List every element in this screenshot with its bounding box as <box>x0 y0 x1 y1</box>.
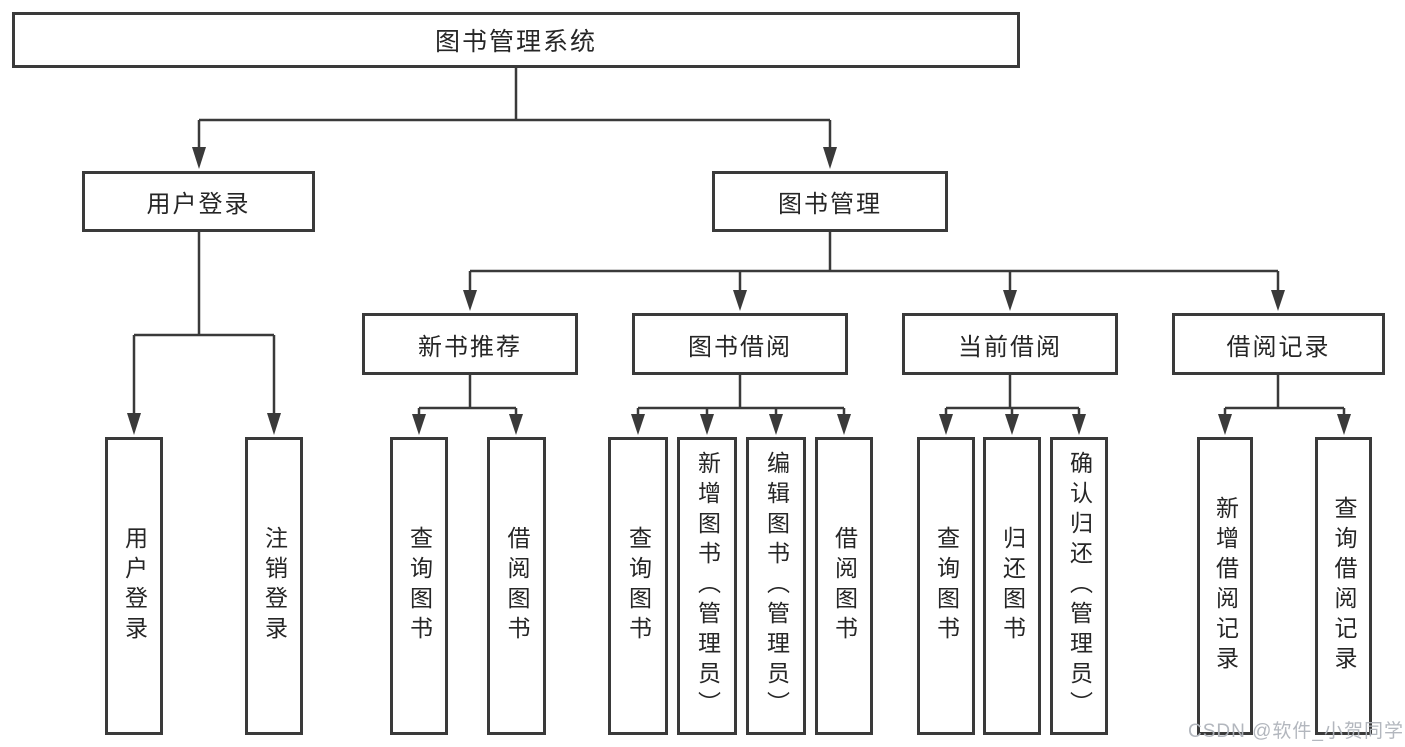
node-label: 借阅图书 <box>504 526 530 646</box>
connector-current-to-leaves <box>939 375 1086 435</box>
leaf-query-borrow-record: 查询借阅记录 <box>1315 437 1372 735</box>
node-label: 当前借阅 <box>958 333 1062 361</box>
node-label: 查询图书 <box>406 526 433 646</box>
node-label: 确认归还（管理员） <box>1066 451 1093 721</box>
node-library-management-system: 图书管理系统 <box>12 12 1020 68</box>
leaf-user-login: 用户登录 <box>105 437 163 735</box>
node-label: 图书管理系统 <box>434 28 597 56</box>
node-label: 查询借阅记录 <box>1331 496 1357 676</box>
node-label: 图书借阅 <box>688 333 792 361</box>
connector-root-to-level2 <box>192 68 837 169</box>
node-label: 新增图书（管理员） <box>694 451 721 721</box>
leaf-add-borrow-record: 新增借阅记录 <box>1197 437 1253 735</box>
leaf-return-books: 归还图书 <box>983 437 1041 735</box>
node-book-borrowing: 图书借阅 <box>632 313 848 375</box>
leaf-query-books-recommend: 查询图书 <box>390 437 448 735</box>
node-label: 注销登录 <box>261 526 288 646</box>
node-label: 用户登录 <box>146 191 251 218</box>
node-label: 查询图书 <box>933 526 960 646</box>
leaf-query-books-borrowing: 查询图书 <box>608 437 668 735</box>
node-label: 归还图书 <box>999 526 1026 646</box>
node-label: 用户登录 <box>121 526 148 646</box>
node-current-borrowing: 当前借阅 <box>902 313 1118 375</box>
node-book-management-branch: 图书管理 <box>712 171 948 232</box>
leaf-edit-books-admin: 编辑图书（管理员） <box>746 437 806 735</box>
node-label: 查询图书 <box>625 526 652 646</box>
csdn-watermark: CSDN @软件_小贺同学 <box>1188 721 1404 742</box>
node-label: 编辑图书（管理员） <box>763 451 790 721</box>
connector-borrowing-to-leaves <box>631 375 851 435</box>
node-new-book-recommendation: 新书推荐 <box>362 313 578 375</box>
node-label: 新书推荐 <box>418 333 522 361</box>
leaf-logout: 注销登录 <box>245 437 303 735</box>
node-label: 图书管理 <box>778 191 882 218</box>
node-label: 借阅图书 <box>831 526 858 646</box>
connector-new-books-to-leaves <box>412 375 523 435</box>
connector-records-to-leaves <box>1218 375 1351 435</box>
leaf-query-books-current: 查询图书 <box>917 437 975 735</box>
connector-user-login-to-leaves <box>127 232 281 435</box>
leaf-confirm-return-admin: 确认归还（管理员） <box>1050 437 1108 735</box>
node-label: 新增借阅记录 <box>1212 496 1239 676</box>
leaf-add-books-admin: 新增图书（管理员） <box>677 437 737 735</box>
node-borrowing-records: 借阅记录 <box>1172 313 1385 375</box>
node-label: 借阅记录 <box>1226 333 1331 361</box>
leaf-borrow-books: 借阅图书 <box>815 437 873 735</box>
node-user-login-branch: 用户登录 <box>82 171 315 232</box>
leaf-borrow-books-recommend: 借阅图书 <box>487 437 546 735</box>
connector-book-management-to-level3 <box>463 232 1285 311</box>
